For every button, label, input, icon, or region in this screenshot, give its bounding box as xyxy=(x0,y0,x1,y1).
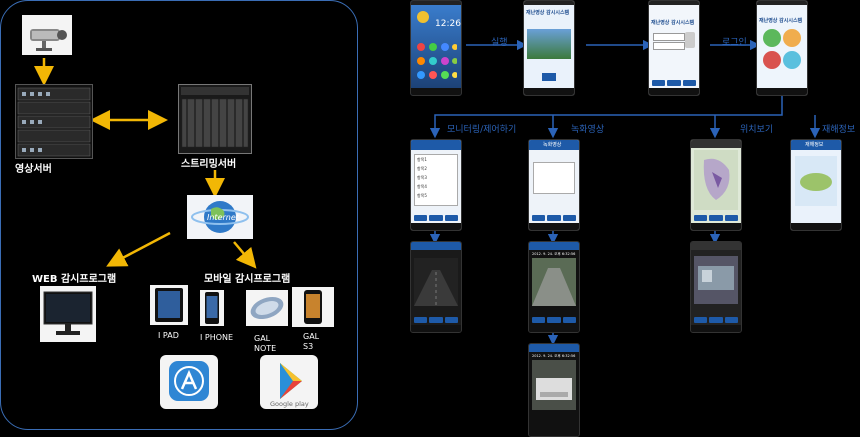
iphone-icon xyxy=(200,290,224,326)
app-store-icon xyxy=(160,355,218,409)
internet-label: Internet xyxy=(207,213,240,222)
mobile-program-label: 모바일 감시프로그램 xyxy=(204,274,291,285)
branch-label-monitor: 모니터링/제어하기 xyxy=(447,125,517,135)
screen-menu: 재난영상 감시시스템 xyxy=(756,0,808,96)
screen-recorded-list: 녹화영상 xyxy=(528,139,580,231)
web-program-label: WEB 감시프로그램 xyxy=(32,274,117,285)
screen-location-map xyxy=(690,139,742,231)
gal-note-label: GAL NOTE xyxy=(254,334,277,353)
clock: 12:26 xyxy=(435,19,461,29)
recorded-tab: 녹화영상 xyxy=(543,142,562,148)
arrow-internet-mobile xyxy=(233,241,257,269)
video-server-rack-icon xyxy=(15,84,93,159)
monitor-icon xyxy=(40,286,96,342)
streaming-server-icon xyxy=(178,84,252,154)
flow-label-run: 실행 xyxy=(491,38,508,48)
menu-title: 재난영상 감시시스템 xyxy=(759,18,803,24)
ipad-icon xyxy=(150,285,188,325)
screen-recorded-playback: 2012. 9. 24. 오후 6:32:56 xyxy=(528,241,580,333)
screen-home: 12:26 xyxy=(410,0,462,96)
iphone-label: I PHONE xyxy=(200,333,234,342)
splash-title: 재난영상 감시시스템 xyxy=(526,10,570,16)
google-play-icon: Google play xyxy=(260,355,318,409)
streaming-server-label: 스트리밍서버 xyxy=(181,159,237,170)
branch-label-disaster: 재해정보 xyxy=(822,125,856,135)
gal-s3-label: GAL S3 xyxy=(303,332,320,351)
dialog-date: 2012. 9. 24. 오후 6:32:56 xyxy=(532,354,576,358)
screen-splash: 재난영상 감시시스템 xyxy=(523,0,575,96)
branch-label-location: 위치보기 xyxy=(740,125,774,135)
video-server-label: 영상서버 xyxy=(15,164,52,175)
ipad-label: I PAD xyxy=(158,331,179,340)
disaster-tab: 재해정보 xyxy=(805,142,824,148)
internet-globe-icon: Internet xyxy=(187,195,253,239)
screen-login: 재난영상 감시시스템 xyxy=(648,0,700,96)
galaxy-note-icon xyxy=(246,290,288,326)
arrow-internet-web xyxy=(106,231,171,267)
cctv-camera-icon xyxy=(22,15,72,55)
screen-location-photo xyxy=(690,241,742,333)
login-title: 재난영상 감시시스템 xyxy=(651,20,695,26)
screen-live-cctv xyxy=(410,241,462,333)
screen-disaster-info: 재해정보 xyxy=(790,139,842,231)
branch-label-recorded: 녹화영상 xyxy=(571,125,605,135)
playback-date: 2012. 9. 24. 오후 6:32:56 xyxy=(532,252,576,256)
flow-label-login: 로그인 xyxy=(722,38,747,48)
galaxy-s3-icon xyxy=(292,287,334,327)
screen-playback-dialog: 2012. 9. 24. 오후 6:32:56 xyxy=(528,343,580,437)
google-play-label: Google play xyxy=(270,400,309,408)
